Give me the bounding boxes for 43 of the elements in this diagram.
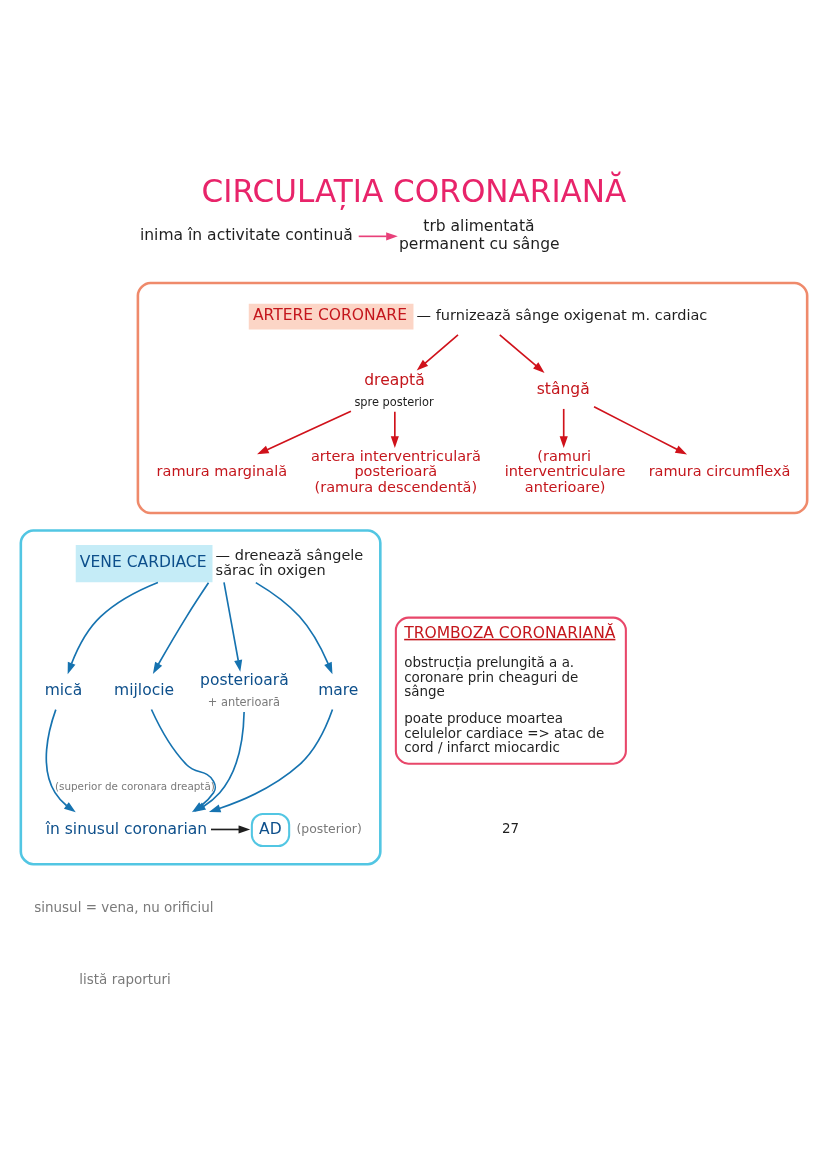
arrow: [559, 407, 568, 448]
diagram-title: CIRCULAȚIA CORONARIANĂ: [201, 172, 627, 209]
node-label: spre posterior: [354, 394, 434, 409]
arrow: [210, 824, 251, 834]
node-box: ARTERE CORONARE: [248, 303, 414, 330]
node-text: trb alimentată permanent cu sânge: [398, 216, 560, 253]
node-box: AD: [250, 812, 291, 847]
arrow: [257, 410, 352, 454]
arrow: [357, 231, 398, 240]
arrow: [223, 581, 243, 672]
arrow: [255, 581, 333, 674]
arrow: [416, 333, 459, 370]
edge-label: (superior de coronara dreaptă): [55, 779, 215, 792]
arrow: [498, 333, 545, 373]
node-text: stângă: [536, 379, 590, 398]
label: 27: [502, 820, 520, 836]
node-text: mică: [44, 680, 83, 699]
arrow: [45, 708, 76, 812]
cluster: [136, 281, 809, 514]
node-box: VENE CARDIACE: [75, 544, 213, 582]
arrow: [152, 581, 210, 674]
node-text: mijlocie: [114, 680, 175, 699]
node-text: inima în activitate continuă: [139, 225, 353, 244]
node-text: artera interventriculară posterioară (ramura descendentă): [310, 447, 481, 495]
node-label: — drenează sângele sărac în oxigen: [215, 546, 364, 578]
cluster: [19, 528, 382, 865]
node-text: (ramuri interventriculare anterioare): [504, 447, 626, 495]
node-label: (posterior): [296, 820, 362, 836]
arrow: [208, 708, 334, 812]
label: sinusul = vena, nu orificiul: [34, 899, 214, 915]
node-text: mare: [318, 680, 359, 699]
node-text: ramura marginală: [156, 462, 288, 479]
label: listă raporturi: [79, 971, 171, 987]
node-text: ramura circumflexă: [648, 462, 791, 479]
node-box: TROMBOZA CORONARIANĂ obstrucția prelungită a a. coronare prin cheaguri de sânge poate produce moartea celulelor cardiace => atac de cord / infarct miocardic: [394, 616, 627, 765]
arrow: [593, 405, 688, 455]
node-label: + anterioară: [207, 694, 281, 709]
node-text: în sinusul coronarian: [45, 819, 208, 838]
node-text: dreaptă: [364, 370, 425, 389]
node-label: — furnizează sânge oxigenat m. cardiac: [416, 306, 708, 323]
arrow: [67, 581, 159, 674]
node-text: posterioară: [200, 670, 289, 689]
arrow: [390, 410, 399, 448]
